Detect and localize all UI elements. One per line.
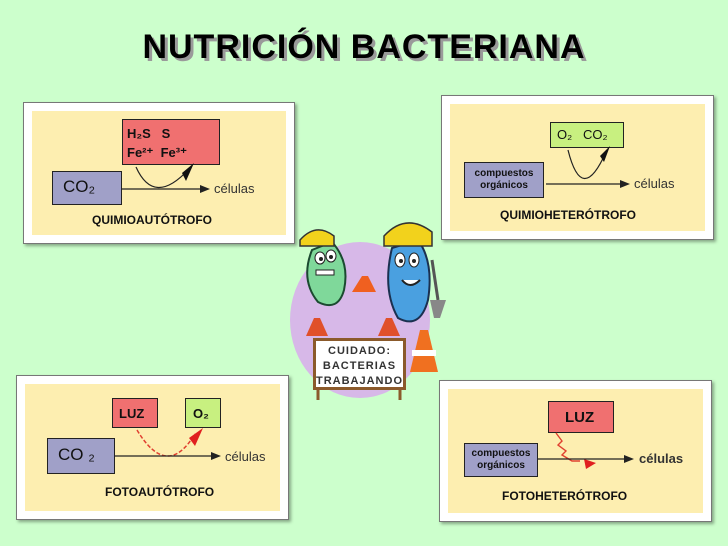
traffic-cone-icon xyxy=(352,276,376,292)
traffic-cone-icon xyxy=(306,318,328,336)
traffic-cone-icon xyxy=(410,330,438,372)
source-line1: compuestos xyxy=(471,448,531,459)
light-box: LUZ xyxy=(112,398,158,428)
reaction-arrows xyxy=(115,428,221,460)
panel-name: QUIMIOAUTÓTROFO xyxy=(92,213,212,227)
source-line2: orgánicos xyxy=(477,460,525,471)
panel-name: FOTOHETERÓTROFO xyxy=(502,489,628,503)
carbon-source-box: CO ₂ xyxy=(47,438,115,474)
panel-quimioautotrofo: H₂S S Fe²⁺ Fe³⁺ CO₂ células QUIMIOAUTÓTR… xyxy=(23,102,295,244)
bacterium-left-icon xyxy=(299,229,347,306)
traffic-cone-icon xyxy=(378,318,400,336)
product-label: células xyxy=(634,176,675,191)
sign-line1: CUIDADO: xyxy=(328,345,391,357)
panel-fotoheterotrofo: LUZ compuestos orgánicos células FOTOHET… xyxy=(439,380,712,522)
panel-quimioheterotrofo: O₂ CO₂ compuestos orgánicos células QUIM… xyxy=(441,95,714,240)
panel-fotoautotrofo: LUZ O₂ CO ₂ células FOTOAUTÓTROFO xyxy=(16,375,289,520)
source-line2: orgánicos xyxy=(480,180,528,191)
organic-compounds-box: compuestos orgánicos xyxy=(464,162,544,198)
carbon-source-box: CO₂ xyxy=(52,171,122,205)
product-label: células xyxy=(214,181,255,196)
light-box: LUZ xyxy=(548,401,614,433)
reaction-arrows xyxy=(546,146,630,188)
product-label: células xyxy=(639,451,684,466)
organic-compounds-box: compuestos orgánicos xyxy=(464,443,538,477)
panel-name: FOTOAUTÓTROFO xyxy=(105,485,215,499)
sign-line3: TRABAJANDO xyxy=(316,375,403,387)
reaction-arrows xyxy=(538,432,634,469)
page-title: NUTRICIÓN BACTERIANA xyxy=(142,28,586,66)
sign-line2: BACTERIAS xyxy=(322,360,397,372)
gas-formulas: O₂ CO₂ xyxy=(557,127,608,142)
electron-donor-box: H₂S S Fe²⁺ Fe³⁺ xyxy=(122,119,220,165)
source-line1: compuestos xyxy=(474,168,534,179)
panel-name: QUIMIOHETERÓTROFO xyxy=(500,208,636,222)
oxygen-box: O₂ xyxy=(185,398,221,428)
reaction-arrows xyxy=(122,163,210,193)
caution-sign: CUIDADO: BACTERIAS TRABAJANDO xyxy=(313,338,406,390)
product-label: células xyxy=(225,449,266,464)
gas-exchange-box: O₂ CO₂ xyxy=(550,122,624,148)
donor-formulas: H₂S S Fe²⁺ Fe³⁺ xyxy=(127,126,187,160)
bacterium-right-icon xyxy=(383,222,446,323)
